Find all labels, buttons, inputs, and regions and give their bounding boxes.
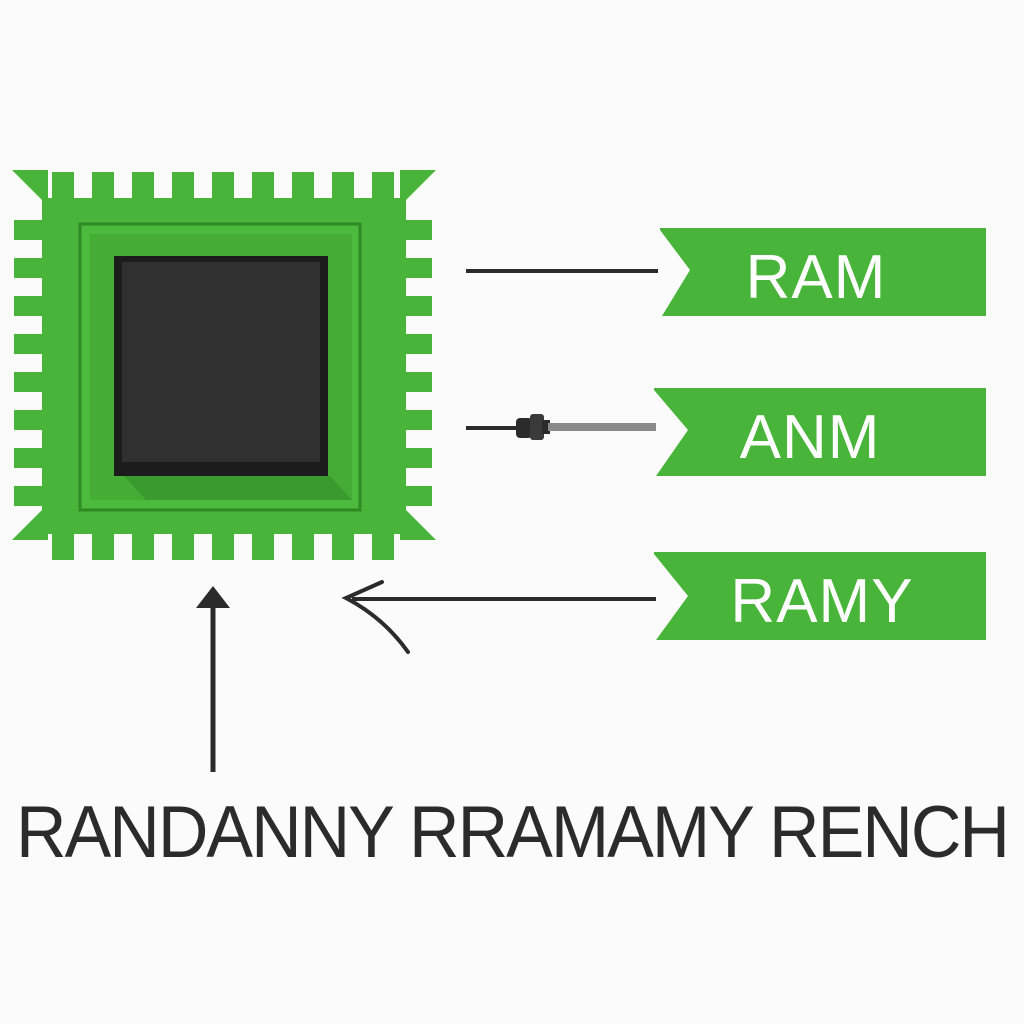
arrow-to-chip [341, 580, 656, 654]
label-tag-anm: ANM [654, 388, 986, 476]
label-text-anm: ANM [740, 403, 881, 472]
diagram-caption: RANDANNY RRAMAMY RENCH [16, 791, 1010, 873]
chip-pins-right [402, 220, 432, 506]
chip-pins-bottom [52, 530, 394, 560]
chip-pins-left [14, 220, 44, 506]
arrow-up [196, 586, 230, 772]
label-tag-ram: RAM [660, 228, 986, 316]
chip-corner-br [400, 504, 436, 540]
chip-pins-top [52, 172, 394, 202]
label-text-ram: RAM [746, 243, 887, 312]
connector-plug-anm [466, 414, 656, 440]
die-shadow [124, 476, 352, 500]
chip-die-face [122, 262, 320, 462]
chip-corner-tr [400, 170, 436, 206]
cpu-chip-icon [12, 170, 436, 560]
label-text-ramy: RAMY [730, 567, 913, 636]
label-tag-ramy: RAMY [654, 552, 986, 640]
chip-corner-bl [12, 504, 48, 540]
chip-corner-tl [12, 170, 48, 206]
